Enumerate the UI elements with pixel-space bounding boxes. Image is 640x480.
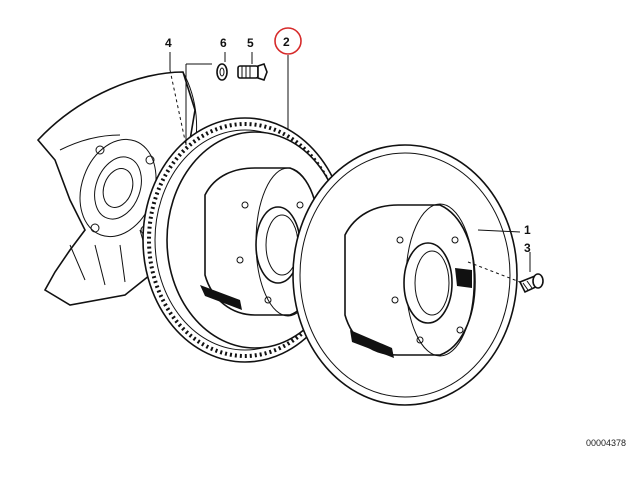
callout-6: 6: [220, 36, 227, 50]
callout-2-highlight-ring: [274, 27, 302, 55]
callout-2: 2: [283, 35, 290, 49]
callout-4: 4: [165, 36, 172, 50]
callout-1: 1: [524, 223, 531, 237]
hex-bolt-part-5: [237, 62, 268, 82]
leader-lines: [169, 52, 531, 283]
callout-5: 5: [247, 36, 254, 50]
washer-part-6: [216, 63, 228, 81]
countersunk-screw-part-3: [518, 273, 544, 294]
diagram-code: 00004378: [586, 438, 626, 448]
callout-3: 3: [524, 241, 531, 255]
solid-brake-rotor: [292, 144, 518, 406]
